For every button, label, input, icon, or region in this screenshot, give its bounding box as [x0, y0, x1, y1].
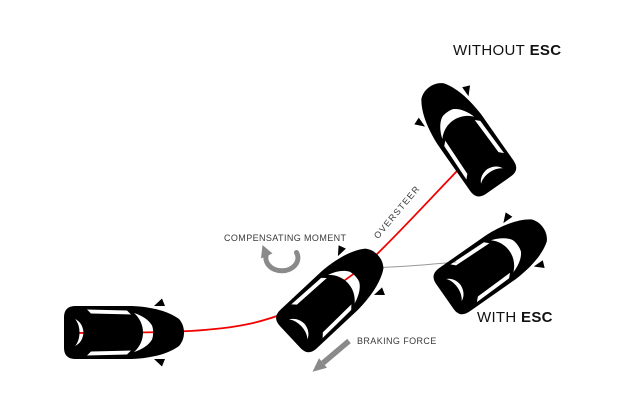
compensating-moment-label: COMPENSATING MOMENT [224, 233, 347, 243]
with-esc-title-bold: ESC [521, 309, 553, 326]
braking-force-arrowhead [312, 358, 327, 372]
with-esc-title-prefix: WITH [477, 309, 517, 326]
braking-force-label: BRAKING FORCE [357, 336, 437, 346]
compensating-moment-arrowhead [261, 245, 273, 259]
car-with-esc [425, 199, 563, 325]
car-spun-without-esc [401, 67, 527, 205]
without-esc-title-bold: ESC [529, 42, 562, 59]
without-esc-title-prefix: WITHOUT [453, 42, 526, 59]
braking-force-arrow [321, 338, 351, 366]
compensating-moment-arrow [263, 250, 301, 274]
